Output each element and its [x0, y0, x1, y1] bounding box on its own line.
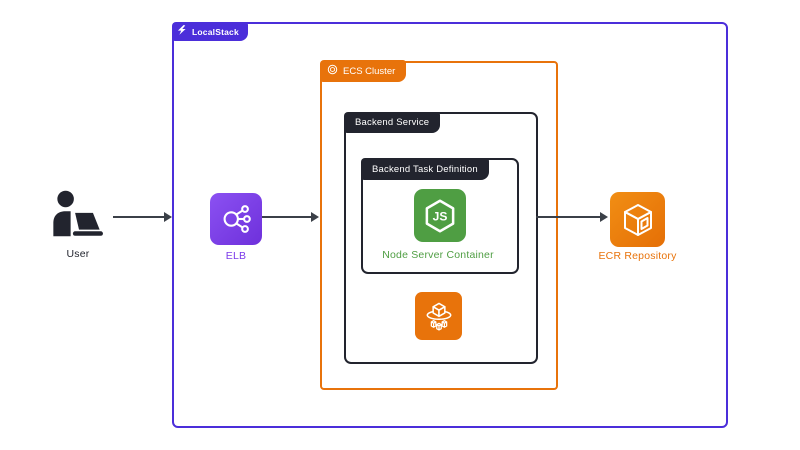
ecs-cluster-box [320, 61, 558, 390]
arrow-service-to-ecr [536, 212, 608, 222]
localstack-logo-icon [177, 25, 188, 38]
nodejs-icon: JS [414, 189, 466, 242]
user-icon [50, 189, 108, 239]
svg-text:JS: JS [433, 209, 448, 223]
ecs-service-icon [415, 292, 462, 340]
user-label: User [66, 248, 90, 260]
ecs-cluster-label: ECS Cluster [343, 65, 396, 77]
ecs-ring-icon [327, 64, 338, 78]
localstack-boundary-box [172, 22, 728, 428]
arrow-user-to-localstack [113, 212, 172, 222]
localstack-label: LocalStack [192, 26, 239, 37]
backend-service-tab: Backend Service [344, 112, 441, 133]
backend-service-box [344, 112, 538, 364]
localstack-tab: LocalStack [172, 22, 248, 41]
backend-service-label: Backend Service [355, 117, 430, 128]
ecr-label: ECR Repository [598, 250, 677, 262]
ecs-cluster-tab: ECS Cluster [320, 60, 407, 82]
elb-label: ELB [225, 250, 247, 262]
arrow-elb-to-ecs-cluster [262, 212, 319, 222]
node-container-label: Node Server Container [382, 249, 494, 261]
elb-icon [210, 193, 262, 245]
task-definition-tab: Backend Task Definition [361, 158, 489, 180]
task-definition-label: Backend Task Definition [372, 163, 478, 175]
ecr-icon [610, 192, 665, 247]
